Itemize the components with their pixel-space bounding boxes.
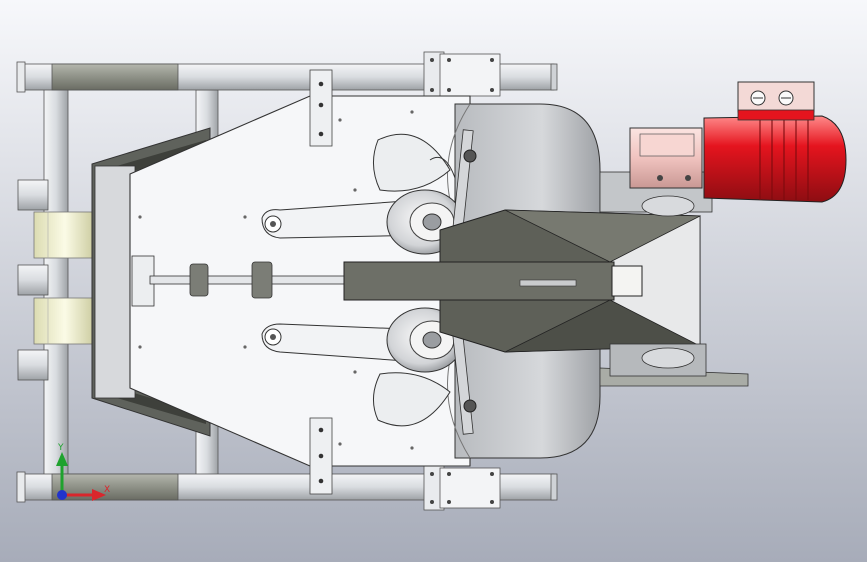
frame-top-bracket (423, 51, 501, 99)
coordinate-triad: Y X (56, 443, 110, 501)
frame (16, 51, 558, 511)
x-axis-label: X (104, 485, 110, 495)
frame-bottom-bracket (423, 465, 501, 511)
terminal-box (737, 81, 815, 113)
plate-clamps (309, 69, 333, 495)
discharge-chute (343, 209, 702, 353)
infeed-rollers (33, 211, 97, 345)
y-axis-arrow-icon (56, 452, 68, 466)
frame-left-stubs (17, 179, 49, 381)
z-axis-dot-icon (57, 490, 67, 500)
hopper-side-plate (94, 165, 136, 399)
y-axis-label: Y (57, 443, 64, 453)
motor-body (703, 115, 847, 203)
x-axis-arrow-icon (92, 489, 106, 501)
center-shaft (131, 255, 351, 307)
frame-top-rail-dark-segment (51, 63, 179, 91)
gear-motor[interactable] (629, 81, 847, 203)
